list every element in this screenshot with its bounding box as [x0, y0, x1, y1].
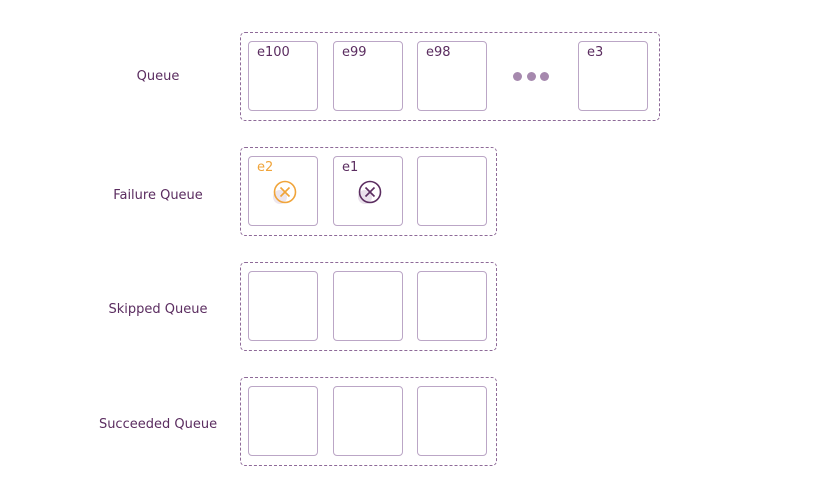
skipped-queue-container: [240, 262, 497, 351]
item-label: e1: [342, 160, 359, 175]
item-label: e3: [587, 45, 604, 60]
item-label: e2: [257, 160, 274, 175]
failure-queue-container: [240, 147, 497, 236]
failure-item: e2: [248, 156, 318, 226]
queue-item: e3: [578, 41, 648, 111]
succeeded-item-empty: [417, 386, 487, 456]
succeeded-queue-container: [240, 377, 497, 466]
label-failure-queue: Failure Queue: [113, 188, 203, 203]
item-label: e100: [257, 45, 290, 60]
x-circle-icon: [273, 180, 297, 204]
failure-item: e1: [333, 156, 403, 226]
queue-item: e98: [417, 41, 487, 111]
skipped-item-empty: [333, 271, 403, 341]
queue-item: e99: [333, 41, 403, 111]
skipped-item-empty: [417, 271, 487, 341]
item-label: e98: [426, 45, 451, 60]
queue-container: [240, 32, 660, 121]
ellipsis-icon: [527, 72, 536, 81]
label-queue: Queue: [136, 69, 180, 84]
skipped-item-empty: [248, 271, 318, 341]
succeeded-item-empty: [333, 386, 403, 456]
item-label: e99: [342, 45, 367, 60]
label-succeeded-queue: Succeeded Queue: [98, 417, 218, 432]
ellipsis-icon: [513, 72, 522, 81]
label-skipped-queue: Skipped Queue: [108, 302, 208, 317]
ellipsis-icon: [540, 72, 549, 81]
x-circle-icon: [358, 180, 382, 204]
succeeded-item-empty: [248, 386, 318, 456]
failure-item-empty: [417, 156, 487, 226]
queue-item: e100: [248, 41, 318, 111]
